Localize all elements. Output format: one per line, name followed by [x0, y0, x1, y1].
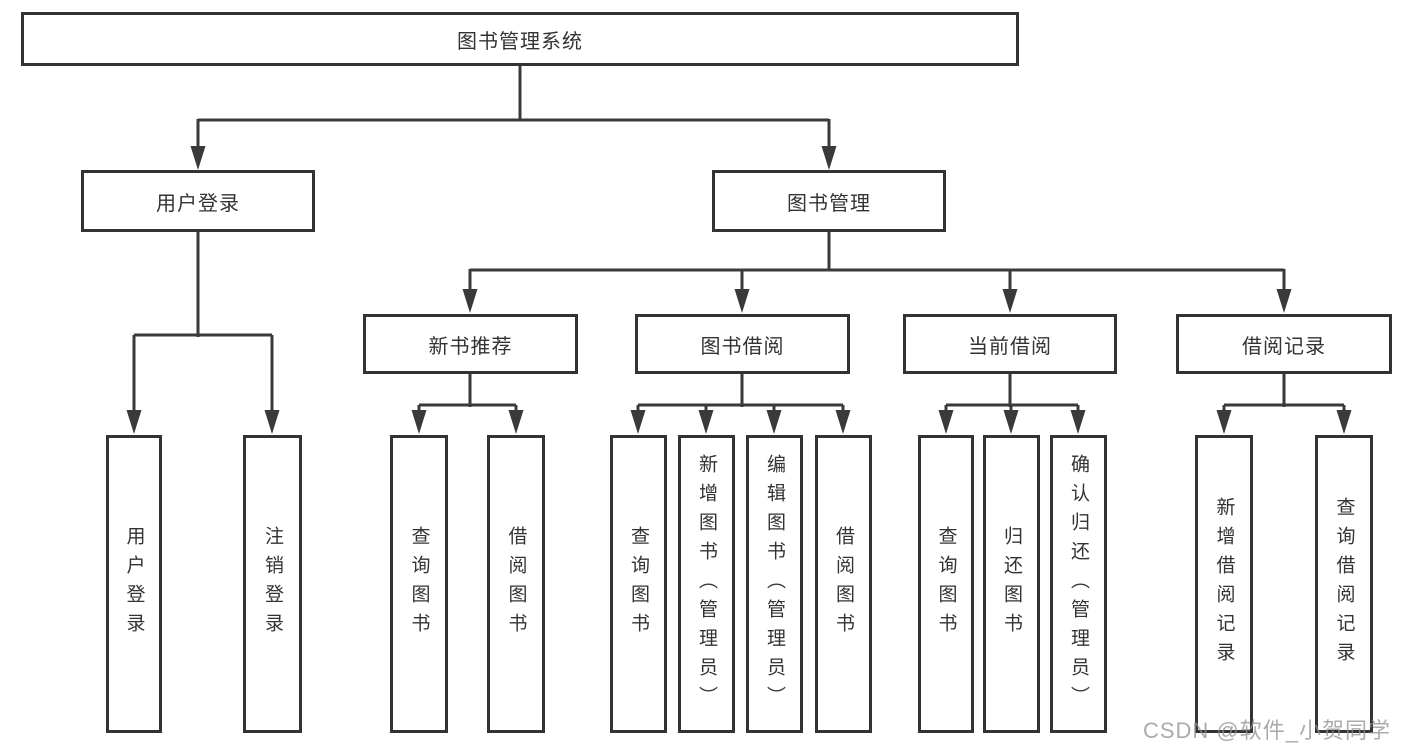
- leaf-add-borrow-record: 新增借阅记录: [1195, 435, 1253, 733]
- node-label: 借阅图书: [505, 526, 527, 642]
- node-book-borrowing: 图书借阅: [635, 314, 850, 374]
- leaf-borrow-books-2: 借阅图书: [815, 435, 872, 733]
- node-library-system: 图书管理系统: [21, 12, 1019, 66]
- leaf-user-login: 用户登录: [106, 435, 162, 733]
- leaf-edit-books-admin: 编辑图书（管理员）: [746, 435, 803, 733]
- node-label: 归还图书: [1001, 526, 1022, 642]
- node-label: 借阅记录: [1242, 335, 1326, 358]
- node-label: 图书管理系统: [457, 30, 583, 53]
- node-book-management: 图书管理: [712, 170, 946, 232]
- node-label: 查询图书: [628, 526, 649, 642]
- node-label: 用户登录: [123, 526, 145, 642]
- leaf-query-books-2: 查询图书: [610, 435, 667, 733]
- node-label: 借阅图书: [833, 526, 854, 642]
- node-label: 确认归还（管理员）: [1068, 453, 1089, 715]
- node-label: 图书借阅: [700, 335, 785, 358]
- leaf-logout: 注销登录: [243, 435, 302, 733]
- node-label: 查询图书: [408, 526, 430, 642]
- node-label: 用户登录: [156, 192, 240, 215]
- node-label: 查询借阅记录: [1333, 497, 1355, 671]
- node-user-login: 用户登录: [81, 170, 315, 232]
- leaf-add-books-admin: 新增图书（管理员）: [678, 435, 735, 733]
- leaf-return-books: 归还图书: [983, 435, 1040, 733]
- leaf-confirm-return-admin: 确认归还（管理员）: [1050, 435, 1107, 733]
- node-label: 新书推荐: [428, 335, 513, 358]
- leaf-query-books-1: 查询图书: [390, 435, 448, 733]
- node-label: 查询图书: [935, 526, 957, 642]
- node-current-borrowing: 当前借阅: [903, 314, 1117, 374]
- node-new-book-recommend: 新书推荐: [363, 314, 578, 374]
- node-borrowing-records: 借阅记录: [1176, 314, 1392, 374]
- node-label: 编辑图书（管理员）: [764, 453, 785, 715]
- node-label: 注销登录: [262, 526, 283, 642]
- leaf-query-books-3: 查询图书: [918, 435, 974, 733]
- leaf-borrow-books-1: 借阅图书: [487, 435, 545, 733]
- leaf-query-borrow-record: 查询借阅记录: [1315, 435, 1373, 733]
- node-label: 当前借阅: [968, 335, 1052, 358]
- node-label: 新增借阅记录: [1213, 497, 1235, 671]
- node-label: 图书管理: [787, 192, 871, 215]
- node-label: 新增图书（管理员）: [696, 453, 717, 715]
